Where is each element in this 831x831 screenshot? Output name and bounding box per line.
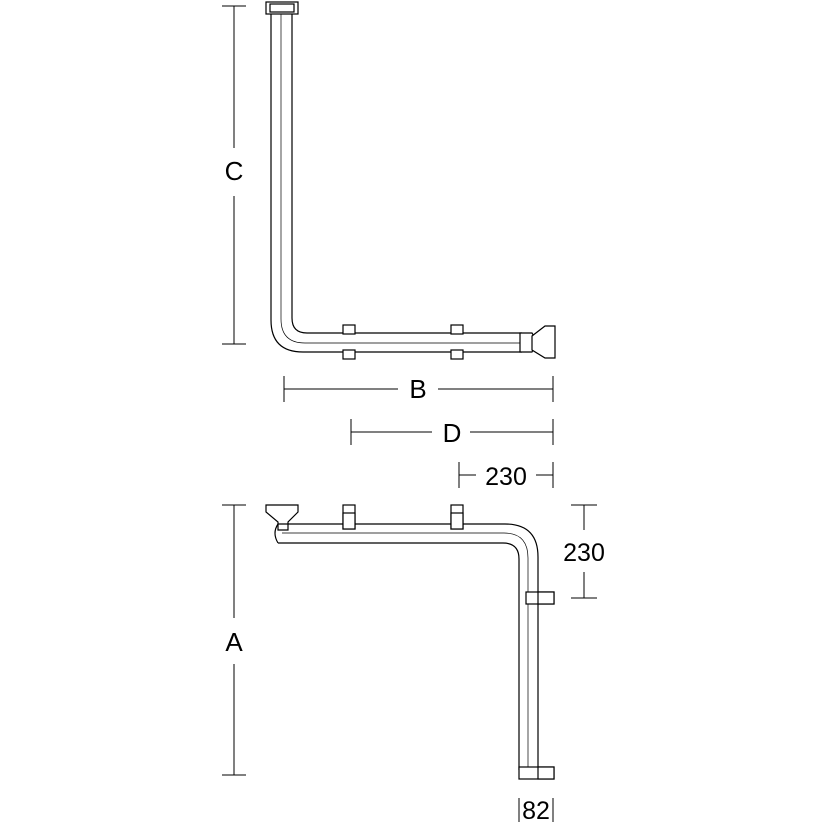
bracket-right-bottom xyxy=(450,349,464,360)
bracket-left-bottom xyxy=(342,349,356,360)
bottom-view-pipe-center xyxy=(282,532,529,770)
dimension-b-label: B xyxy=(409,374,426,404)
top-flange-inner xyxy=(269,3,295,13)
bottom-view-pipe-lower xyxy=(278,542,520,770)
bracket-right-top xyxy=(450,324,464,335)
bracket-plan-right-base xyxy=(450,512,464,530)
dimension-a-label: A xyxy=(225,627,243,657)
dimension-82-label: 82 xyxy=(522,797,550,825)
top-view xyxy=(265,1,556,360)
dimension-82: 82 xyxy=(518,797,554,825)
bottom-view-pipe-left-end xyxy=(274,523,279,544)
dimension-230-horizontal-label: 230 xyxy=(485,463,527,491)
left-wall-flange xyxy=(265,504,299,531)
dimension-230-vertical: 230 xyxy=(563,504,605,599)
bracket-left-top xyxy=(342,324,356,335)
bracket-plan-left-base xyxy=(342,512,356,530)
dimension-b: B xyxy=(283,374,554,404)
bottom-end-flange-base xyxy=(537,766,555,780)
dimension-230-vertical-label: 230 xyxy=(563,539,605,567)
top-view-pipe-inner xyxy=(291,12,522,334)
bracket-plan-side-base xyxy=(537,591,555,605)
top-view-pipe-center xyxy=(280,12,522,344)
dimension-c-label: C xyxy=(225,156,244,186)
dimension-c: C xyxy=(222,5,246,345)
dimension-230-horizontal: 230 xyxy=(458,462,554,491)
bottom-view xyxy=(265,504,555,780)
dimension-a: A xyxy=(222,504,246,776)
dimension-d-label: D xyxy=(443,418,462,448)
bottom-view-pipe-upper xyxy=(278,523,539,770)
right-end-flange xyxy=(531,325,556,359)
dimension-d: D xyxy=(350,418,554,448)
top-view-pipe-outer xyxy=(270,12,522,353)
